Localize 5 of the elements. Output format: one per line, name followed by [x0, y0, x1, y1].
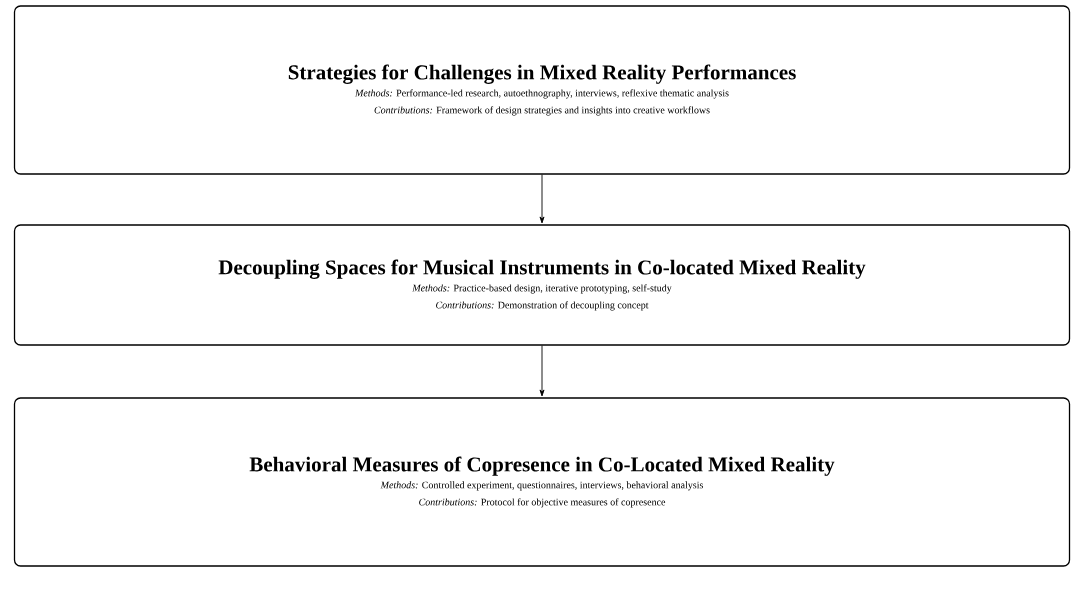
arrow [539, 174, 545, 224]
arrow [539, 345, 545, 397]
box: Decoupling Spaces for Musical Instruments in Co-located Mixed Reality Methods: Practice-based design, iterative prototyping, self-study Contributions: Demonstration of decoupling concept [13, 224, 1071, 346]
box: Strategies for Challenges in Mixed Reality Performances Methods: Performance-led research, autoethnography, interviews, reflexive thematic analysis Contributions: Framework of design strategies and insights into creative workflows [13, 5, 1071, 175]
box: Behavioral Measures of Copresence in Co-Located Mixed Reality Methods: Controlled experiment, questionnaires, interviews, behavioral analysis Contributions: Protocol for objective measures of copresence [13, 397, 1071, 567]
